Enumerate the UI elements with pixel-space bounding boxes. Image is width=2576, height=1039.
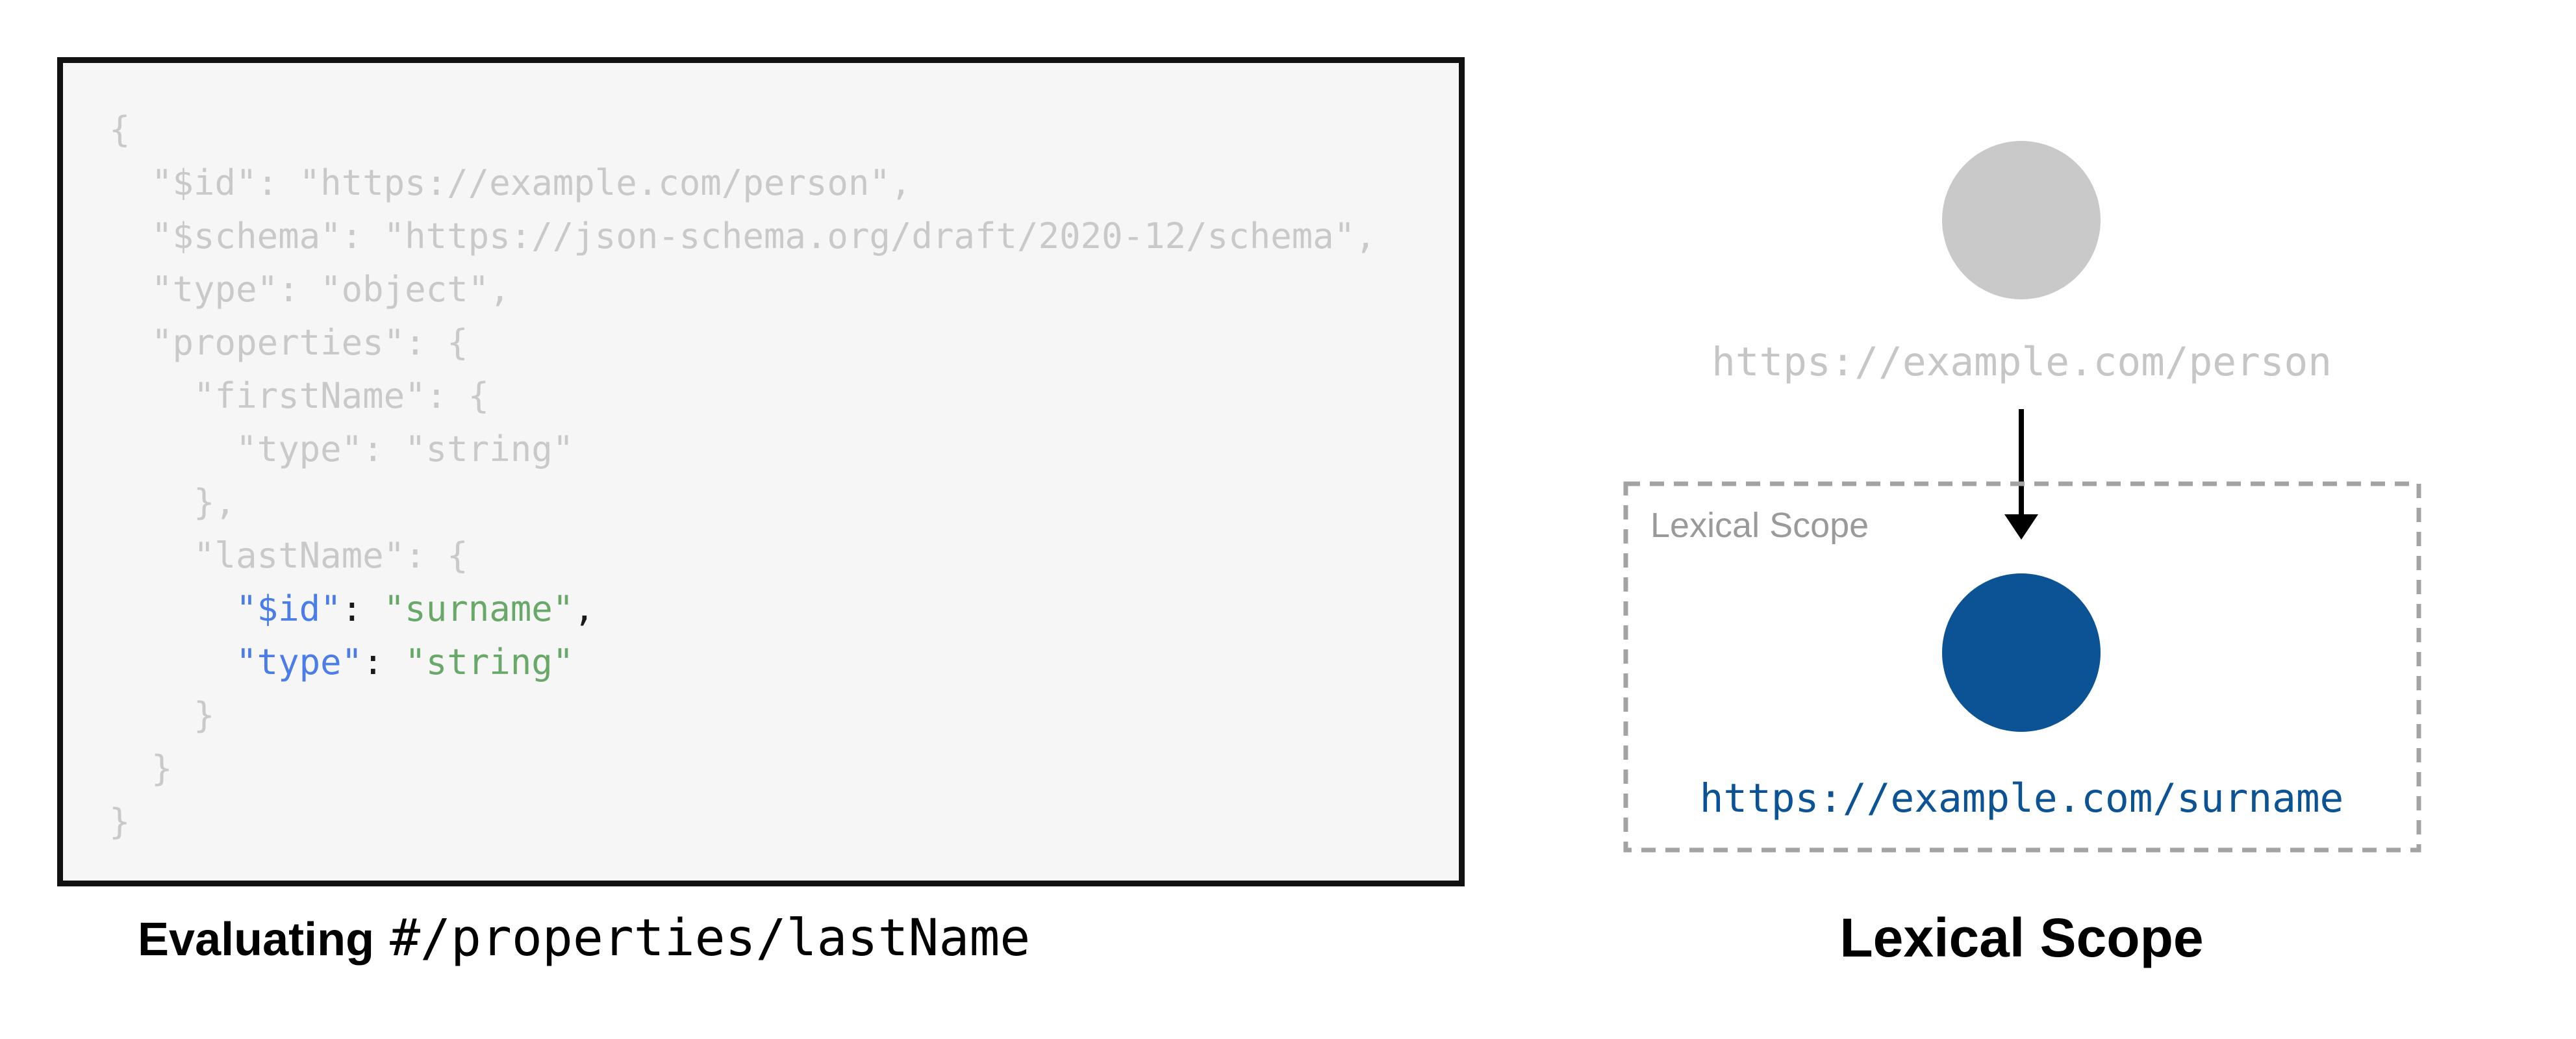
code-line: } <box>109 801 131 842</box>
code-line: "$schema": "https://json-schema.org/draf… <box>109 216 1376 257</box>
root-schema-url: https://example.com/person <box>1711 339 2332 385</box>
code-line: }, <box>109 482 236 523</box>
code-line: "properties": { <box>109 322 468 363</box>
code-line: { <box>109 109 131 150</box>
code-line: "type": "string" <box>109 429 574 469</box>
down-arrow-icon <box>2004 409 2038 540</box>
surname-schema-node <box>1942 573 2101 732</box>
code-line: } <box>109 748 173 789</box>
code-line: "lastName": { <box>109 535 468 576</box>
code-line: "$id": "surname", <box>236 588 595 629</box>
code-line: "type": "string" <box>236 642 574 682</box>
code-line: "firstName": { <box>109 375 490 416</box>
left-caption-word: Evaluating <box>138 914 375 966</box>
right-caption: Lexical Scope <box>1839 907 2204 968</box>
lexical-scope-box-label: Lexical Scope <box>1650 506 1869 545</box>
left-caption-json-pointer: #/properties/lastName <box>390 909 1031 968</box>
json-schema-code-panel: { "$id": "https://example.com/person", "… <box>57 57 1465 886</box>
left-caption: Evaluating #/properties/lastName <box>138 909 1030 968</box>
json-schema-code: { "$id": "https://example.com/person", "… <box>109 103 1439 849</box>
root-schema-node <box>1942 141 2101 299</box>
surname-schema-url: https://example.com/surname <box>1699 775 2344 821</box>
code-line: "type": "object", <box>109 269 511 310</box>
code-line: "$id": "https://example.com/person", <box>109 162 912 203</box>
lexical-scope-box <box>1623 481 2421 853</box>
code-line: } <box>109 695 215 736</box>
